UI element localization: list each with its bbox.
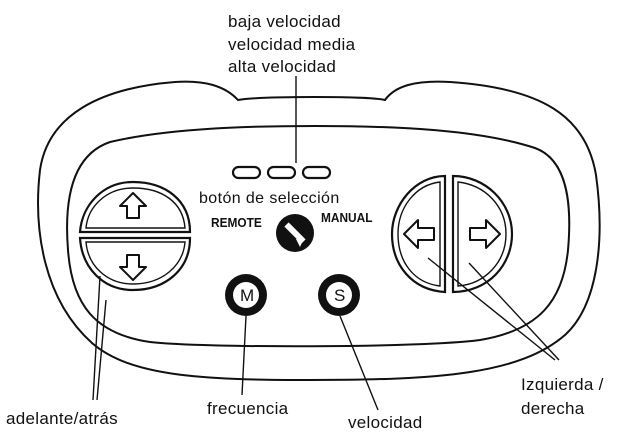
m-button-letter: M [240, 286, 255, 305]
left-right-label-line2: derecha [521, 399, 585, 418]
left-right-label-line1: Izquierda / [521, 375, 604, 394]
leader-left-right-1 [427, 257, 556, 361]
speed-medium-label: velocidad media [228, 35, 356, 54]
forward-back-rocker [78, 180, 192, 292]
led-low-speed [231, 165, 262, 180]
leader-forward-back-1 [92, 275, 101, 401]
arrow-up-icon[interactable] [119, 192, 147, 219]
leader-left-right-2 [468, 262, 560, 361]
remote-mode-label: REMOTE [211, 216, 262, 230]
leader-frequency [241, 315, 247, 396]
left-right-rocker [390, 174, 514, 294]
manual-mode-label: MANUAL [321, 211, 373, 225]
remote-face-panel [66, 124, 571, 348]
speed-low-label: baja velocidad [228, 12, 341, 31]
selector-knob-icon[interactable] [276, 214, 314, 252]
selector-button-label: botón de selección [199, 190, 340, 207]
led-medium-speed [266, 165, 297, 180]
remote-housing-outer [37, 80, 601, 382]
arrow-left-icon[interactable] [403, 219, 435, 249]
frequency-label: frecuencia [207, 399, 289, 418]
arrow-right-icon[interactable] [469, 219, 501, 249]
leader-speed [339, 315, 379, 411]
s-button[interactable] [318, 274, 360, 316]
m-button[interactable] [225, 274, 267, 316]
s-button-letter: S [334, 286, 346, 305]
speed-label: velocidad [348, 413, 423, 432]
leader-forward-back-2 [96, 299, 107, 401]
forward-back-label: adelante/atrás [6, 409, 118, 428]
speed-high-label: alta velocidad [228, 57, 337, 76]
led-high-speed [301, 165, 332, 180]
arrow-down-icon[interactable] [119, 254, 147, 281]
